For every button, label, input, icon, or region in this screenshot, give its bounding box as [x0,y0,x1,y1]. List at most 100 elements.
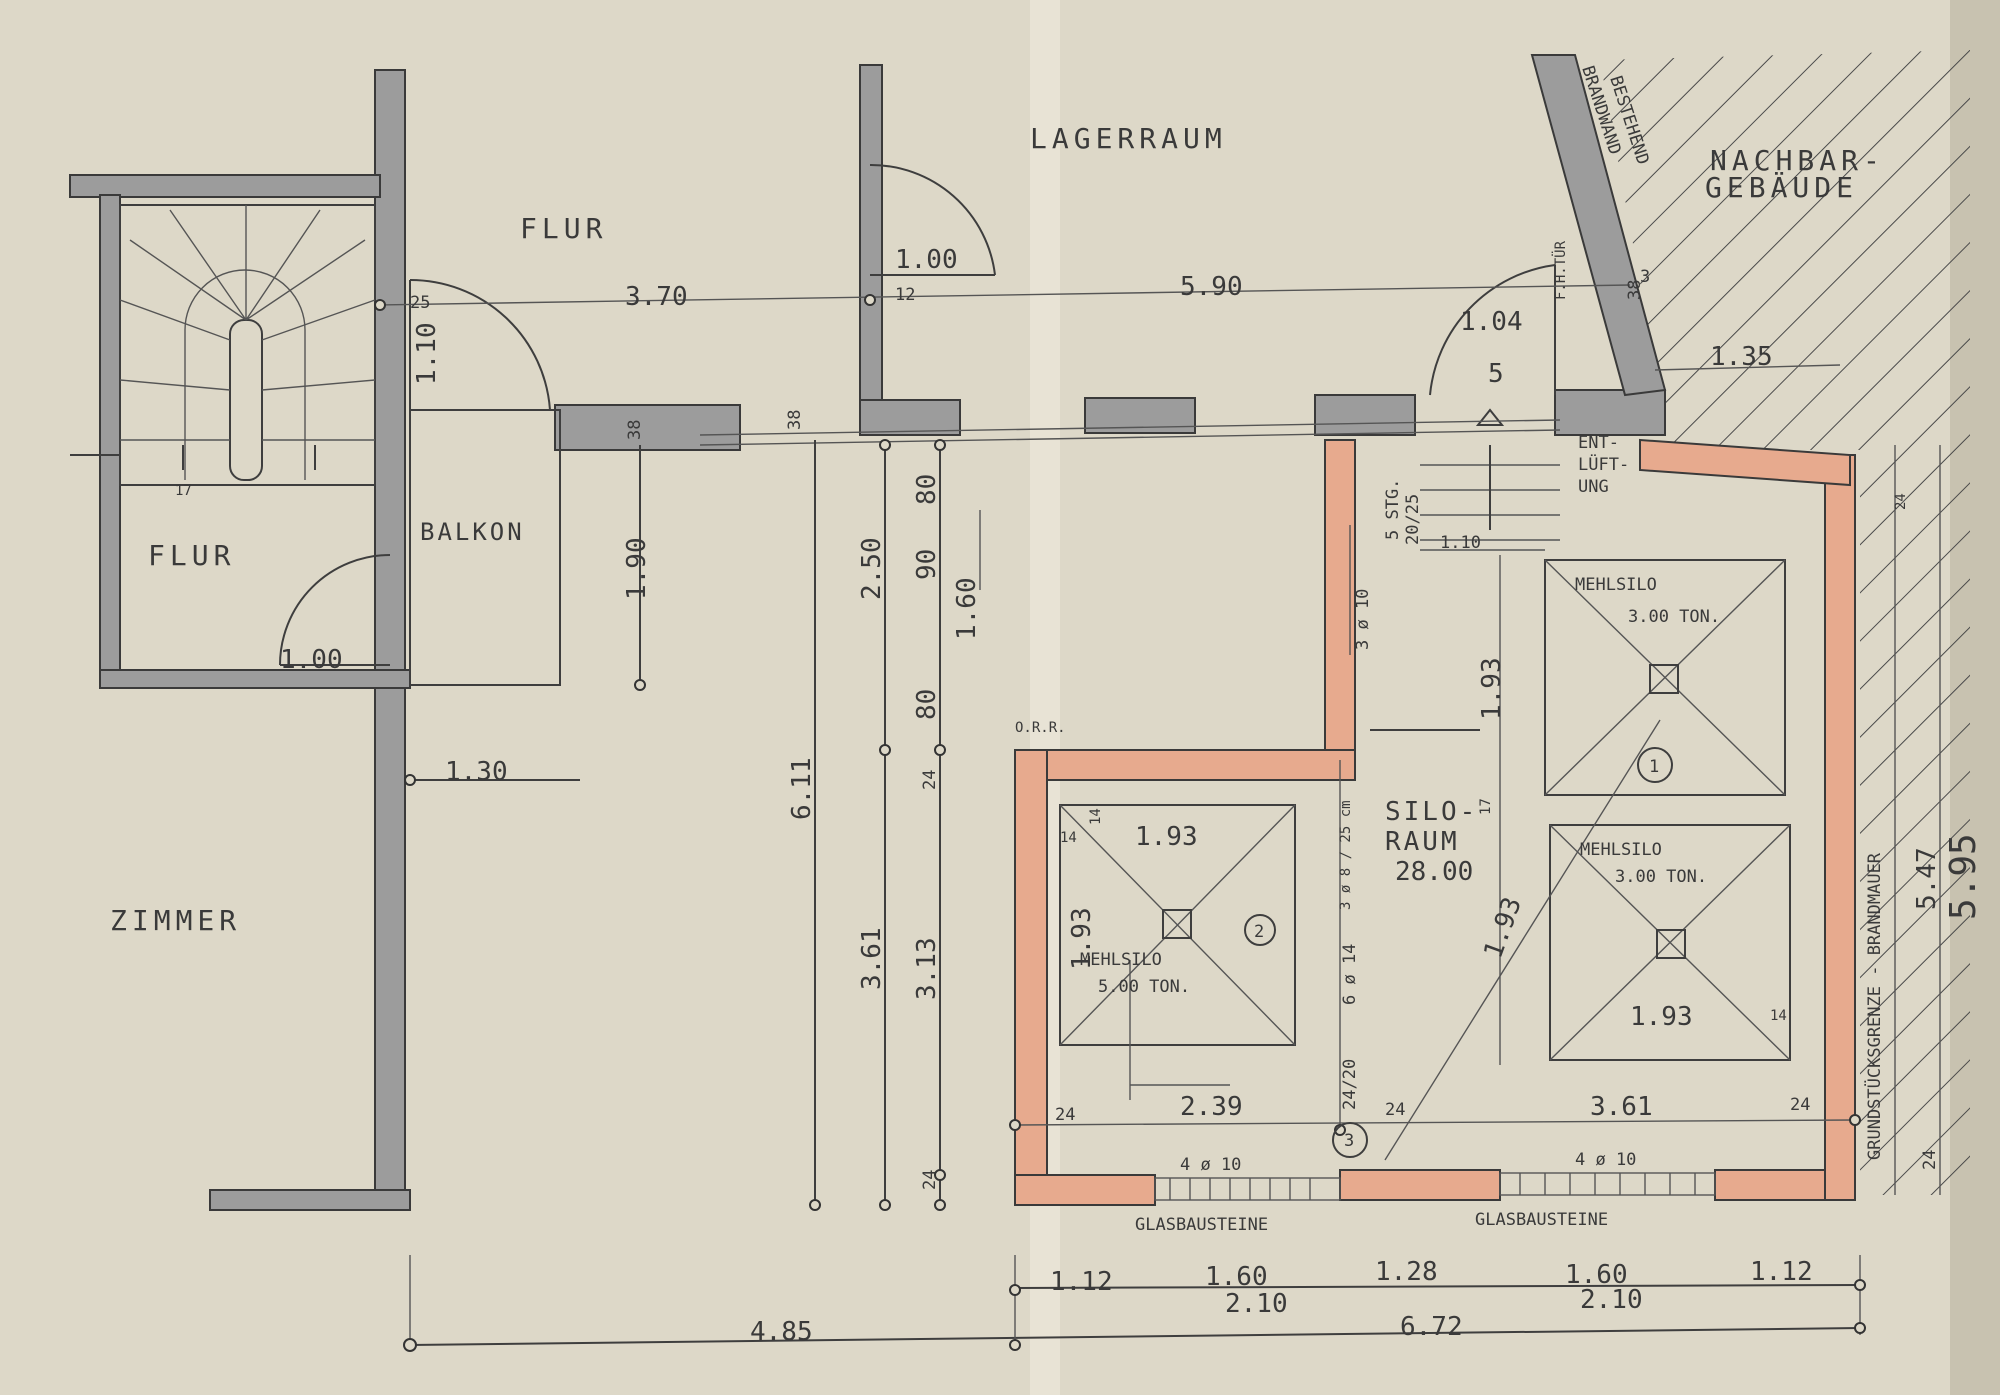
dim-110-stair: 1.10 [1440,533,1481,553]
dim-3b: 3 [1640,267,1650,287]
neighbor-building-hatch [1600,50,1970,1195]
dim-485: 4.85 [750,1317,813,1347]
existing-walls [69,54,1667,1211]
room-silo-area: 28.00 [1395,857,1473,887]
silo-3-size: 1.93 [1630,1002,1693,1032]
dim-24b: 24 [920,1170,940,1190]
dim-38a: 38 [625,420,645,440]
label-glasbausteine-left: GLASBAUSTEINE [1135,1215,1268,1235]
label-stair-steps: 5 STG. [1383,479,1403,540]
dim-14c: 14 [1770,1008,1787,1024]
dim-361-v: 3.61 [857,927,887,990]
dim-17b: 17 [1478,798,1494,815]
dim-24c: 24 [1055,1105,1075,1125]
dim-80b: 80 [912,689,942,720]
dim-130: 1.30 [445,757,508,787]
dim-250: 2.50 [857,537,887,600]
dim-38c: 38 [1625,280,1645,300]
dim-193-vb: 1.93 [1478,893,1528,962]
silo-2 [1059,804,1296,1046]
silo-3-label: MEHLSILO [1580,840,1662,860]
dim-100-balkon: 1.00 [280,645,343,675]
room-zimmer: ZIMMER [110,904,241,937]
dim-12: 12 [895,285,915,305]
dim-614: 6 ø 14 [1340,944,1360,1005]
staircase [70,204,376,486]
silo-entry-stairs [1420,408,1560,541]
dim-160b: 1.60 [1565,1260,1628,1290]
dimension-lines [374,284,1941,1350]
silo-1-capacity: 3.00 TON. [1628,607,1720,627]
dim-25: 25 [410,293,430,313]
marker-3: 3 [1344,1131,1354,1151]
dim-590: 5.90 [1180,272,1243,302]
room-lagerraum: LAGERRAUM [1030,122,1227,155]
glass-brick-strips [1154,1172,1716,1201]
dim-193-v: 1.93 [1477,657,1507,720]
label-fh-tuer: F.H.TÜR [1551,240,1569,300]
dim-547: 5.47 [1912,847,1942,910]
dim-210b: 2.10 [1580,1285,1643,1315]
label-stair-size: 20/25 [1403,494,1423,545]
dim-370: 3.70 [625,282,688,312]
dim-190: 1.90 [622,537,652,600]
label-entlueftung-3: UNG [1578,477,1609,497]
label-entlueftung-2: LÜFT- [1578,453,1629,475]
doors [279,163,1556,666]
label-orr: O.R.R. [1015,720,1066,736]
dim-160a: 1.60 [1205,1262,1268,1292]
room-silo-1: SILO- [1385,797,1478,827]
dim-210a: 2.10 [1225,1289,1288,1319]
dim-104: 1.04 [1460,307,1523,337]
silo-3-capacity: 3.00 TON. [1615,867,1707,887]
label-grundstuecksgrenze: GRUNDSTÜCKSGRENZE - BRANDMAUER [1863,852,1885,1160]
silo-2-size: 1.93 [1135,822,1198,852]
dim-14b: 14 [1088,808,1104,825]
dim-361-h: 3.61 [1590,1092,1653,1122]
dim-4010a: 4 ø 10 [1180,1155,1241,1175]
dimension-dots [374,294,1866,1352]
silo-3 [1549,824,1791,1061]
dim-80a: 80 [912,474,942,505]
room-flur-top: FLUR [520,212,607,245]
dim-24a: 24 [920,770,940,790]
stair-count-17: 17 [175,483,192,499]
dim-2420: 24/20 [1340,1059,1360,1110]
room-flur-left: FLUR [148,539,235,572]
room-balkon: BALKON [420,518,525,546]
dim-128: 1.28 [1375,1257,1438,1287]
label-glasbausteine-right: GLASBAUSTEINE [1475,1210,1608,1230]
dim-239: 2.39 [1180,1092,1243,1122]
silo-1 [1544,559,1786,796]
dim-160-v: 1.60 [952,577,982,640]
dim-24e: 24 [1790,1095,1810,1115]
dim-24g: 24 [1893,493,1909,510]
silo-1-number: 1 [1649,757,1659,777]
room-silo-2: RAUM [1385,827,1460,857]
dim-100-top: 1.00 [895,245,958,275]
diagonal-line [1384,719,1661,1161]
dim-90: 90 [912,549,942,580]
dim-3010: 3 ø 10 [1353,589,1373,650]
balcony-outline [409,409,561,686]
marker-3-circle [1332,1122,1368,1158]
silo-2-capacity: 5.00 TON. [1098,977,1190,997]
room-nachbar-2: GEBÄUDE [1705,171,1858,204]
dim-135: 1.35 [1710,342,1773,372]
silo-2-label: MEHLSILO [1080,950,1162,970]
dim-24d: 24 [1385,1100,1405,1120]
dim-595: 5.95 [1943,833,1984,920]
dim-313: 3.13 [912,937,942,1000]
dim-4010b: 4 ø 10 [1575,1150,1636,1170]
dim-14a: 14 [1060,830,1077,846]
room-nachbar-1: NACHBAR- [1710,144,1885,177]
dim-611: 6.11 [787,757,817,820]
dim-112b: 1.12 [1750,1257,1813,1287]
dim-672: 6.72 [1400,1312,1463,1342]
dim-308: 3 ø 8 / 25 cm [1338,800,1354,910]
dim-38b: 38 [785,410,805,430]
dim-110-door: 1.10 [412,322,442,385]
dim-112a: 1.12 [1050,1267,1113,1297]
dim-193-s2v: 1.93 [1067,907,1097,970]
